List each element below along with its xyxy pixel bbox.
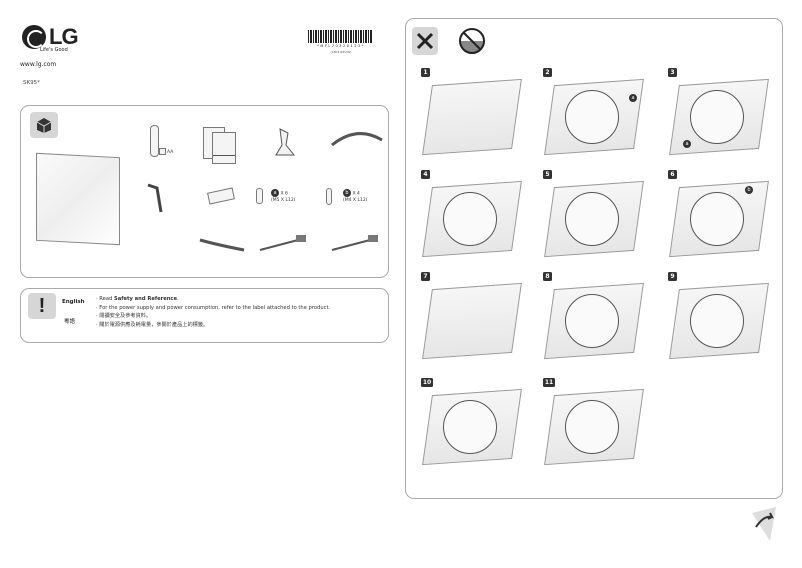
revision: (1803-REV00)	[330, 50, 352, 54]
box-icon	[30, 112, 58, 138]
callout-badge: a	[629, 94, 637, 102]
language-cantonese: 粵語	[64, 319, 76, 325]
step-number: 1	[421, 68, 430, 77]
detail-magnifier	[565, 192, 619, 246]
notice-text: · Read Safety and Reference. · For the p…	[96, 295, 330, 329]
barcode	[308, 30, 372, 43]
notice-panel	[20, 288, 389, 343]
detail-magnifier	[565, 400, 619, 454]
screw-b-label: b X 4	[343, 189, 360, 197]
detail-magnifier	[443, 192, 497, 246]
callout-badge: a	[683, 140, 691, 148]
notice-line: · For the power supply and power consump…	[96, 304, 331, 311]
detail-magnifier	[565, 294, 619, 348]
step-number: 2	[543, 68, 552, 77]
website-url: www.lg.com	[20, 61, 57, 68]
screw-a-spec: (M5 X L12)	[271, 198, 296, 203]
tv-panel-image	[36, 152, 120, 246]
tools-icon	[412, 27, 438, 55]
assembly-panel	[405, 18, 783, 499]
detail-magnifier	[565, 90, 619, 144]
language-english: English	[62, 299, 85, 305]
notice-line: · Read Safety and Reference.	[96, 296, 179, 302]
power-cable-image	[259, 235, 306, 251]
cable-image	[331, 235, 378, 251]
cable-cover-image	[199, 238, 245, 252]
detail-magnifier	[690, 294, 744, 348]
notice-line: · 關於電源供應及耗電量，參閱於產品上的標籤。	[96, 321, 209, 328]
step-number: 11	[543, 378, 555, 387]
detail-magnifier	[690, 90, 744, 144]
step-number: 4	[421, 170, 430, 179]
lg-logo: LG	[22, 24, 79, 50]
step-number: 5	[543, 170, 552, 179]
step-1-illustration	[422, 78, 522, 156]
tagline: Life's Good	[40, 47, 68, 53]
barcode-text: *MFL70320123*	[317, 44, 365, 48]
lg-logo-icon	[22, 25, 46, 49]
battery-image	[159, 148, 166, 155]
screw-a-image	[256, 188, 263, 204]
step-number: 10	[421, 378, 433, 387]
step-number: 8	[543, 272, 552, 281]
screw-b-spec: (M4 X L12)	[343, 198, 368, 203]
manual-image-2	[212, 132, 236, 164]
stand-arm-image	[331, 132, 383, 147]
step-number: 6	[668, 170, 677, 179]
screw-a-label: a X 6	[271, 189, 288, 197]
allen-wrench-image	[147, 183, 163, 213]
screw-b-image	[326, 188, 332, 205]
step-number: 9	[668, 272, 677, 281]
model-number: SK95*	[23, 80, 40, 86]
detail-magnifier	[443, 400, 497, 454]
no-spray-icon	[459, 28, 485, 54]
page-turn-arrow-icon	[752, 507, 776, 541]
notice-line: · 閱讀安全及參考資料。	[96, 313, 152, 320]
accessories-panel	[20, 105, 389, 278]
step-7-illustration	[422, 282, 522, 360]
step-number: 3	[668, 68, 677, 77]
detail-magnifier	[690, 192, 744, 246]
stand-image	[275, 128, 296, 156]
battery-label: AA	[167, 150, 174, 155]
exclamation-icon: !	[28, 293, 56, 319]
step-number: 7	[421, 272, 430, 281]
callout-badge: b	[745, 186, 753, 194]
remote-control-image	[150, 125, 159, 157]
